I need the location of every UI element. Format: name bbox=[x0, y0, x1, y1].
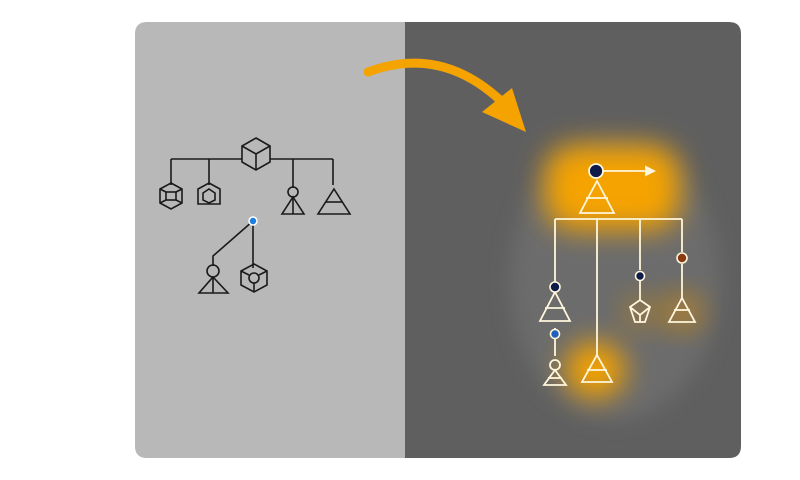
hexagon-node-icon bbox=[628, 298, 652, 323]
layered-triangle-icon bbox=[578, 179, 616, 214]
left-panel bbox=[135, 22, 405, 458]
hexagon-node-icon bbox=[240, 263, 268, 293]
person-triangle-icon bbox=[542, 359, 568, 386]
navy-node-dot bbox=[549, 281, 561, 293]
hexagon-cube-icon bbox=[159, 182, 183, 210]
hexagon-ring-icon bbox=[197, 182, 221, 205]
layered-triangle-icon bbox=[667, 296, 697, 323]
layered-triangle-icon bbox=[580, 353, 614, 383]
person-triangle-icon bbox=[197, 264, 230, 294]
person-triangle-icon bbox=[280, 186, 306, 215]
layered-triangle-icon bbox=[538, 290, 572, 322]
blue-node-dot bbox=[248, 216, 258, 226]
branch-lines bbox=[212, 220, 254, 268]
highlight-glow bbox=[510, 140, 720, 420]
blue-node-dot bbox=[549, 328, 561, 340]
left-hierarchy-tree bbox=[159, 137, 352, 294]
cube-icon bbox=[241, 137, 271, 171]
brown-node-dot bbox=[676, 252, 688, 264]
curved-arrow-icon bbox=[363, 58, 526, 132]
navy-root-node bbox=[588, 163, 604, 179]
navy-node-dot bbox=[634, 270, 646, 282]
layered-triangle-icon bbox=[316, 187, 352, 215]
arrowhead-icon bbox=[645, 165, 657, 177]
